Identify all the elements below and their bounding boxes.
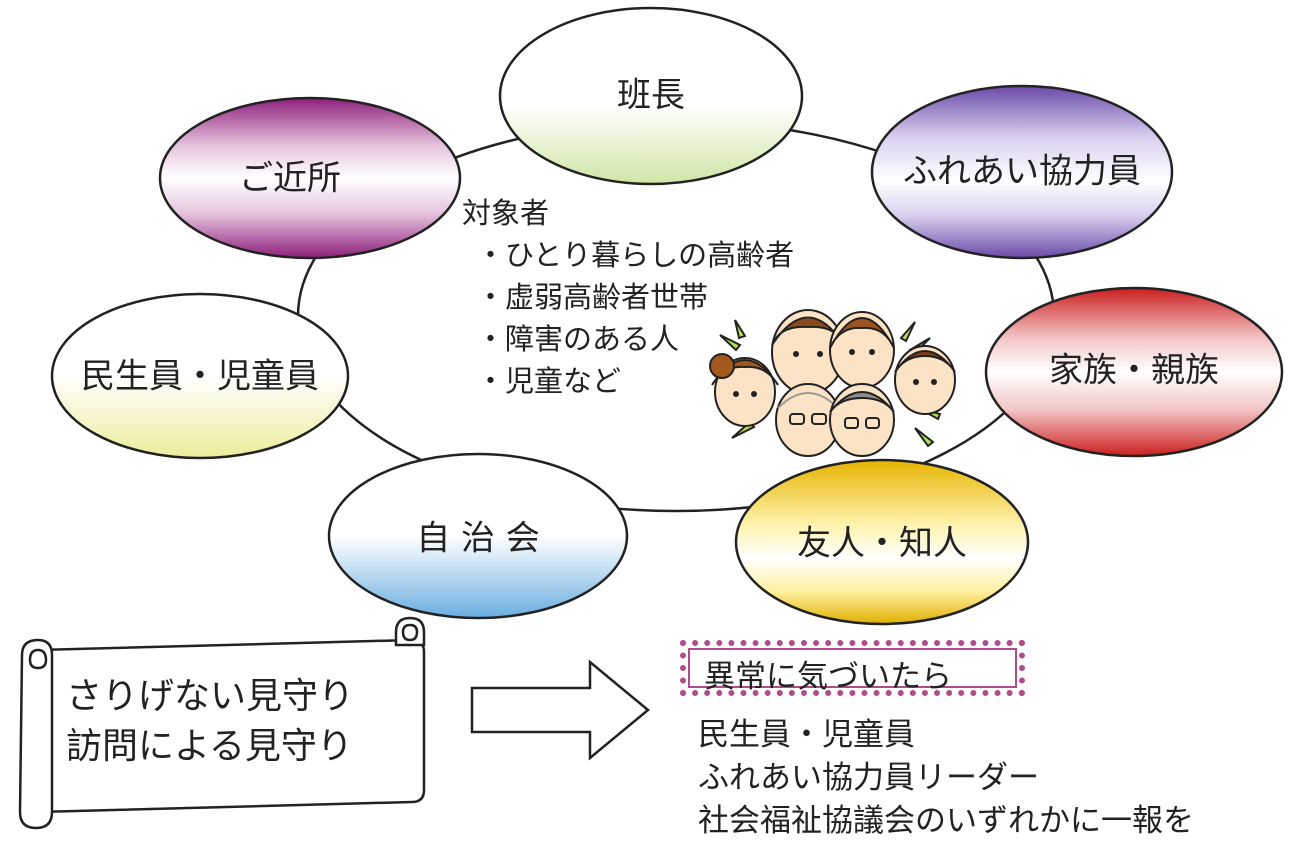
target-item: ・児童など bbox=[476, 364, 622, 398]
node-jichikai-label: 自 治 会 bbox=[416, 519, 540, 559]
report-line: 社会福祉協議会のいずれかに一報を bbox=[698, 803, 1194, 839]
node-kinjo: ご近所 bbox=[158, 96, 462, 260]
node-kazoku: 家族・親族 bbox=[984, 286, 1284, 458]
face-boy bbox=[894, 345, 956, 415]
face-woman bbox=[829, 311, 895, 389]
face-girl bbox=[709, 353, 779, 427]
node-yujin: 友人・知人 bbox=[734, 458, 1030, 626]
report-line: 民生員・児童員 bbox=[698, 717, 915, 753]
target-item: ・ひとり暮らしの高齢者 bbox=[476, 238, 795, 272]
target-title: 対象者 bbox=[462, 196, 550, 230]
alert-box bbox=[680, 640, 1025, 696]
node-minsei-label: 民生員・児童員 bbox=[81, 357, 319, 397]
node-kazoku-label: 家族・親族 bbox=[1049, 351, 1219, 391]
report-line: ふれあい協力員リーダー bbox=[698, 760, 1039, 796]
eyes bbox=[733, 349, 937, 397]
report-contacts: 民生員・児童員 ふれあい協力員リーダー 社会福祉協議会のいずれかに一報を bbox=[698, 714, 1194, 843]
node-hancho-label: 班長 bbox=[617, 76, 685, 116]
right-arrow-icon bbox=[470, 659, 650, 761]
face-grandma bbox=[829, 383, 895, 457]
node-jichikai: 自 治 会 bbox=[327, 452, 629, 620]
target-item: ・障害のある人 bbox=[476, 322, 680, 356]
target-list: 対象者 ・ひとり暮らしの高齢者 ・虚弱高齢者世帯 ・障害のある人 ・児童など bbox=[462, 192, 794, 402]
node-hancho: 班長 bbox=[498, 6, 804, 186]
scroll-text: さりげない見守り 訪問による見守り bbox=[66, 672, 354, 772]
scroll-line: 訪問による見守り bbox=[66, 726, 353, 767]
alert-title: 異常に気づいたら bbox=[704, 659, 952, 695]
target-item: ・虚弱高齢者世帯 bbox=[476, 280, 709, 314]
family-illustration bbox=[709, 309, 956, 457]
node-minsei: 民生員・児童員 bbox=[50, 292, 350, 460]
node-yujin-label: 友人・知人 bbox=[797, 524, 967, 564]
scroll-banner bbox=[18, 616, 426, 830]
node-kinjo-label: ご近所 bbox=[239, 159, 341, 199]
scroll-line: さりげない見守り bbox=[66, 676, 355, 717]
node-fureai: ふれあい協力員 bbox=[870, 84, 1174, 260]
node-fureai-label: ふれあい協力員 bbox=[903, 152, 1141, 192]
